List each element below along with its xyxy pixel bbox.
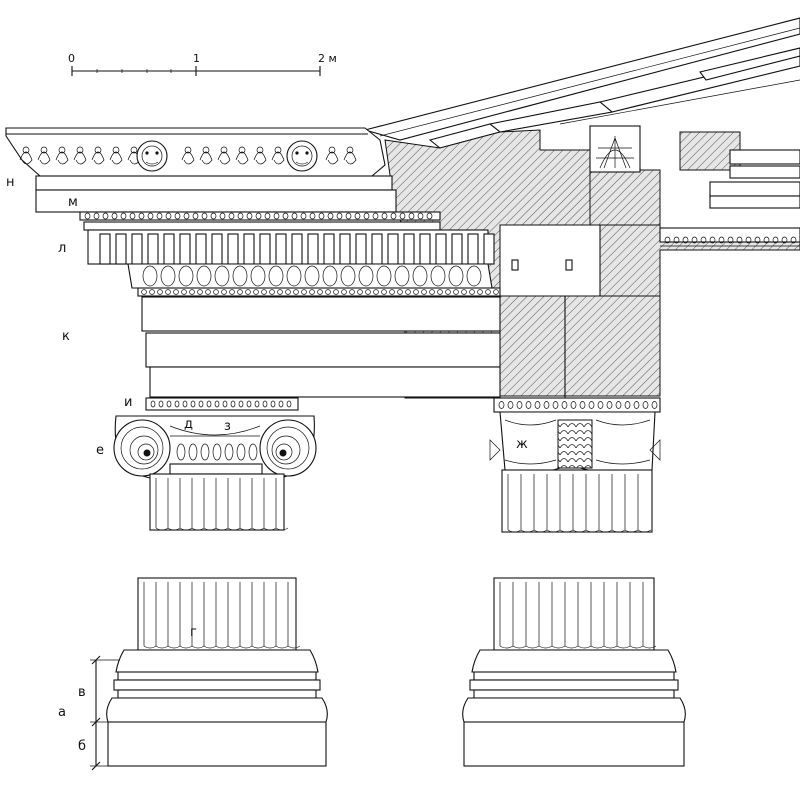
label-g: г [190, 625, 197, 640]
label-l: л [58, 241, 66, 256]
volute-right [259, 419, 317, 477]
coffer-detail [589, 125, 641, 173]
label-v: в [78, 685, 86, 700]
volute-left [113, 419, 171, 477]
right-entablature [659, 149, 800, 247]
sima-with-lion-heads [5, 127, 386, 177]
scale-bar: 0 1 2 м [68, 52, 337, 76]
label-a: а [58, 705, 66, 720]
column-shaft-upper-right [501, 469, 653, 533]
column-shaft-upper-left [149, 473, 289, 531]
bed-molding [79, 211, 441, 221]
label-d: д [184, 417, 193, 432]
dimension-line [90, 655, 120, 771]
column-base-right [462, 577, 686, 767]
ionic-capital-side [489, 397, 661, 474]
scale-label-two: 2 м [318, 52, 337, 65]
lion-head-left [136, 140, 168, 172]
cornice-band-n [35, 175, 393, 191]
roof-slope [362, 17, 800, 149]
label-k: к [62, 329, 70, 344]
corona-m [35, 189, 397, 213]
label-b: б [78, 739, 86, 754]
label-m: м [68, 195, 78, 210]
dentil-course-l [87, 229, 495, 265]
letter-labels: н м л к и е д з ж г в а б [6, 175, 528, 754]
label-n: н [6, 175, 15, 190]
column-base-left [106, 577, 328, 767]
label-z: з [224, 419, 231, 434]
egg-and-dart-molding [127, 263, 501, 297]
label-zh: ж [516, 437, 528, 452]
label-i: и [124, 395, 132, 410]
scale-label-zero: 0 [68, 52, 75, 65]
dentil-fillet [83, 221, 441, 231]
ionic-capital-left [113, 397, 317, 479]
architrave-k [141, 296, 501, 398]
label-e: е [96, 443, 104, 458]
lion-head-right [286, 140, 318, 172]
scale-label-one: 1 [193, 52, 200, 65]
